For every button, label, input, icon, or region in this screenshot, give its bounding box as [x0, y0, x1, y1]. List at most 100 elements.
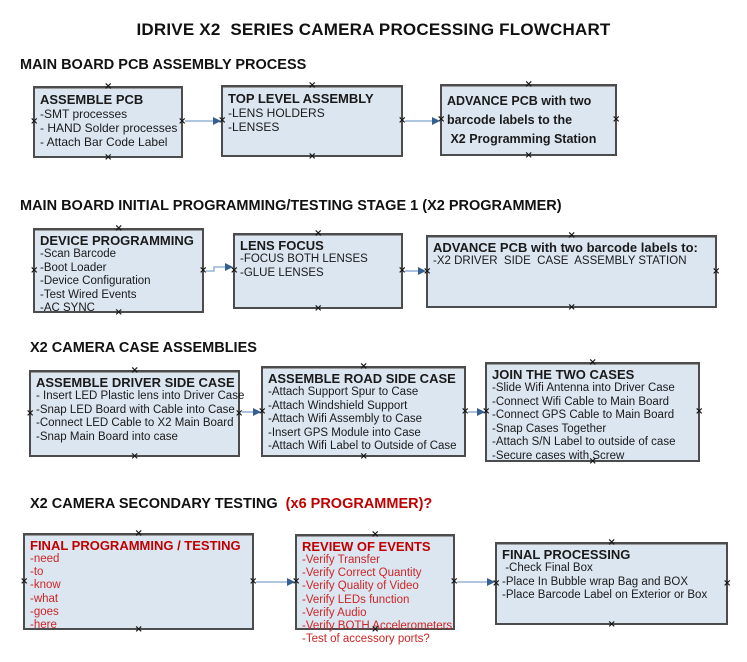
box-item: -Snap Cases Together	[492, 422, 607, 435]
box-item: -Attach Windshield Support	[268, 399, 408, 412]
connection-handle-icon: ×	[588, 357, 597, 368]
box-item: -Attach Wifi Assembly to Case	[268, 413, 423, 425]
box-item: -Slide Wifi Antenna into Driver Case	[492, 382, 675, 394]
box-title: ASSEMBLE ROAD SIDE CASE	[268, 371, 456, 386]
box-title: TOP LEVEL ASSEMBLY	[228, 91, 374, 106]
section-header-text: MAIN BOARD INITIAL PROGRAMMING/TESTING S…	[20, 198, 562, 214]
box-items: -LENS HOLDERS-LENSES	[228, 106, 398, 134]
box-title: LENS FOCUS	[240, 238, 324, 253]
box-title: JOIN THE TWO CASES	[492, 367, 635, 382]
box-item: -X2 DRIVER SIDE CASE ASSEMBLY STATION	[433, 255, 687, 267]
connection-handle-icon: ×	[450, 576, 459, 587]
connection-handle-icon: ×	[30, 116, 39, 127]
connection-handle-icon: ×	[492, 577, 501, 589]
box-item: -Verify Correct Quantity	[302, 567, 422, 580]
flow-box-final-processing: ×××× FINAL PROCESSING -Check Final Box-P…	[492, 538, 732, 630]
box-item: -Verify BOTH Accelerometers	[302, 620, 453, 633]
box-item: -Secure cases with Screw	[492, 449, 625, 462]
connection-handle-icon: ×	[114, 223, 123, 234]
box-item: -LENSES	[228, 120, 280, 134]
box-item: -Snap LED Board with Cable into Case	[36, 403, 235, 416]
flow-box-lens-focus: ×××× LENS FOCUS -FOCUS BOTH LENSES-GLUE …	[230, 229, 406, 314]
connection-handle-icon: ×	[249, 575, 258, 587]
connection-handle-icon: ×	[607, 619, 616, 630]
connection-handle-icon: ×	[437, 114, 446, 125]
box-items: -Slide Wifi Antenna into Driver Case-Con…	[492, 382, 695, 463]
flow-box-advance-pcb-driver-side-station: ×××× ADVANCE PCB with two barcode labels…	[423, 231, 721, 313]
box-items: -Verify Transfer-Verify Correct Quantity…	[302, 554, 453, 646]
connection-handle-icon: ×	[359, 451, 368, 462]
box-items: -need-to-know-what-goes-here	[30, 553, 249, 632]
box-item: -Place In Bubble wrap Bag and BOX	[502, 575, 689, 588]
box-title: DEVICE PROGRAMMING	[40, 233, 194, 248]
box-items: barcode labels to the X2 Programming Sta…	[447, 111, 612, 149]
box-title: ASSEMBLE DRIVER SIDE CASE	[36, 375, 235, 390]
section-header-red-text: (x6 PROGRAMMER)?	[285, 496, 433, 512]
box-items: - Insert LED Plastic lens into Driver Ca…	[36, 390, 245, 444]
flow-box-advance-pcb-programming-station: ×××× ADVANCE PCB with two barcode labels…	[437, 80, 621, 161]
box-item: -Test Wired Events	[40, 288, 137, 301]
box-item: barcode labels to the	[447, 113, 573, 127]
box-title: ADVANCE PCB with two	[447, 94, 592, 108]
box-title: FINAL PROCESSING	[502, 547, 631, 562]
connection-handle-icon: ×	[178, 116, 187, 127]
connection-handle-icon: ×	[30, 264, 39, 276]
flow-arrow-programming-to-lensfocus	[206, 263, 233, 272]
box-item: -Attach Support Spur to Case	[268, 386, 419, 398]
connection-handle-icon: ×	[308, 151, 317, 162]
box-items: -Check Final Box-Place In Bubble wrap Ba…	[502, 562, 723, 603]
box-item: -Verify Quality of Video	[302, 580, 419, 593]
section-header-text: MAIN BOARD PCB ASSEMBLY PROCESS	[20, 57, 307, 73]
section-header-pcb-assembly: MAIN BOARD PCB ASSEMBLY PROCESS	[20, 57, 306, 73]
box-item: -to	[30, 566, 44, 579]
connection-handle-icon: ×	[371, 624, 380, 635]
flow-box-device-programming: ×××× DEVICE PROGRAMMING -Scan Barcode-Bo…	[30, 224, 207, 318]
connection-handle-icon: ×	[712, 265, 721, 277]
box-item: X2 Programming Station	[447, 132, 597, 146]
connection-handle-icon: ×	[567, 302, 576, 313]
box-items: -X2 DRIVER SIDE CASE ASSEMBLY STATION	[433, 255, 712, 269]
connection-handle-icon: ×	[218, 115, 227, 126]
box-item: -LENS HOLDERS	[228, 106, 325, 120]
box-items: -Scan Barcode-Boot Loader-Device Configu…	[40, 248, 199, 316]
box-item: -what	[30, 592, 59, 605]
connection-handle-icon: ×	[359, 361, 368, 372]
box-item: -Verify LEDs function	[302, 593, 410, 606]
connection-handle-icon: ×	[371, 529, 380, 540]
connection-handle-icon: ×	[20, 575, 29, 587]
box-item: -Scan Barcode	[40, 248, 117, 260]
connection-handle-icon: ×	[723, 577, 732, 589]
box-item: -AC SYNC	[40, 302, 95, 314]
connection-handle-icon: ×	[134, 528, 143, 539]
connection-handle-icon: ×	[104, 81, 113, 92]
section-header-text: X2 CAMERA CASE ASSEMBLIES	[30, 340, 257, 356]
section-header-secondary-testing: X2 CAMERA SECONDARY TESTING (x6 PROGRAMM…	[30, 496, 432, 512]
flow-box-assemble-road-side-case: ×××× ASSEMBLE ROAD SIDE CASE -Attach Sup…	[258, 362, 469, 462]
connection-handle-icon: ×	[423, 265, 432, 277]
connection-handle-icon: ×	[314, 303, 323, 314]
connection-handle-icon: ×	[104, 152, 113, 163]
box-item: -Connect Wifi Cable to Main Board	[492, 395, 670, 408]
box-item: -Verify Transfer	[302, 554, 380, 566]
flow-box-join-the-two-cases: ×××× JOIN THE TWO CASES -Slide Wifi Ante…	[482, 358, 704, 467]
connection-handle-icon: ×	[567, 230, 576, 241]
box-item: -FOCUS BOTH LENSES	[240, 253, 368, 265]
box-item: -Connect GPS Cable to Main Board	[492, 409, 675, 421]
connection-handle-icon: ×	[235, 407, 244, 419]
box-items: -Attach Support Spur to Case-Attach Wind…	[268, 386, 461, 454]
connection-handle-icon: ×	[695, 406, 704, 417]
connection-handle-icon: ×	[292, 576, 301, 587]
box-items: -SMT processes- HAND Solder processes- A…	[40, 107, 178, 149]
section-header-initial-programming: MAIN BOARD INITIAL PROGRAMMING/TESTING S…	[20, 198, 562, 214]
connection-handle-icon: ×	[482, 406, 491, 417]
box-item: -goes	[30, 605, 59, 618]
box-item: -Place Barcode Label on Exterior or Box	[502, 589, 708, 601]
flow-box-review-of-events: ×××× REVIEW OF EVENTS -Verify Transfer-V…	[292, 530, 459, 646]
box-item: -GLUE LENSES	[240, 266, 324, 279]
connection-handle-icon: ×	[524, 79, 533, 90]
box-item: -Check Final Box	[502, 562, 593, 574]
connection-handle-icon: ×	[612, 114, 621, 125]
box-item: -Attach S/N Label to outside of case	[492, 436, 676, 448]
box-item: - Insert LED Plastic lens into Driver Ca…	[36, 390, 245, 402]
